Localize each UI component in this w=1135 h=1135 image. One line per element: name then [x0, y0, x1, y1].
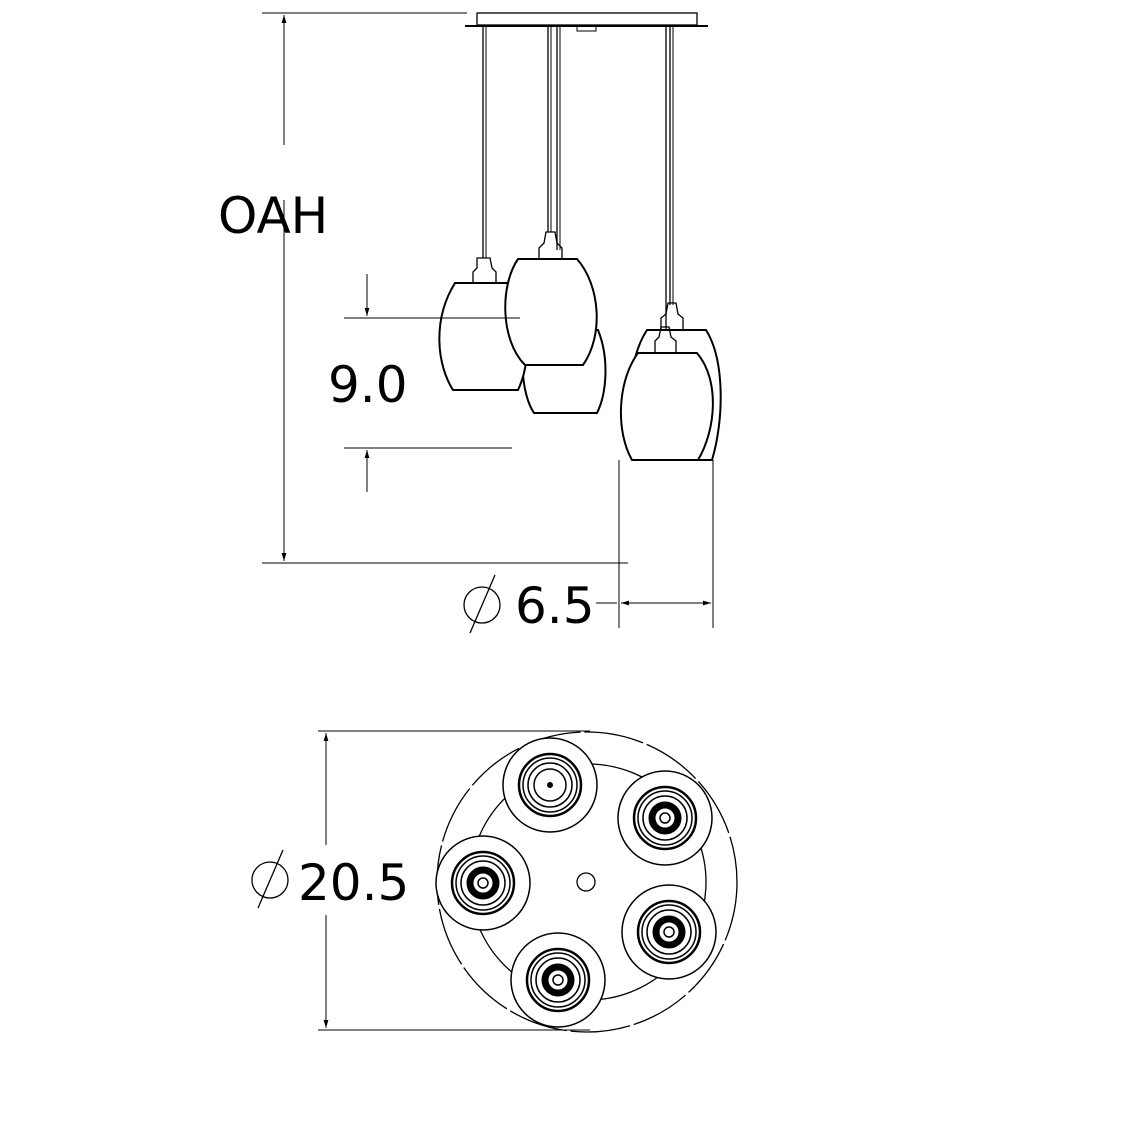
pendant-middle — [504, 231, 598, 366]
shade-height-label: 9.0 — [328, 356, 408, 414]
diameter-symbol-icon — [463, 574, 501, 634]
overall-height-label: OAH — [218, 187, 328, 245]
shade-diameter-dimension: 6.5 — [463, 460, 714, 635]
side-view: OAH 9.0 6.5 — [218, 12, 722, 635]
overall-height-dimension: OAH — [218, 12, 628, 564]
canopy-diameter-dimension: 20.5 — [251, 730, 590, 1031]
shade-height-dimension: 9.0 — [328, 274, 520, 492]
pendant-right-front — [619, 326, 714, 461]
canopy-bracket — [576, 25, 597, 32]
canopy — [476, 12, 698, 26]
pendant-plan-view — [502, 737, 598, 833]
canopy-diameter-label: 20.5 — [298, 854, 409, 912]
cords — [482, 27, 674, 390]
pendant-plan-view — [617, 770, 713, 866]
pendant-plan-view — [435, 835, 531, 931]
diameter-symbol-icon — [251, 849, 289, 909]
shade-diameter-label: 6.5 — [515, 577, 595, 635]
pendant-plan-view — [621, 884, 717, 980]
pendant-plan-view — [510, 932, 606, 1028]
plan-view: 20.5 — [251, 730, 738, 1033]
pendants-plan — [435, 737, 717, 1028]
center-hole — [576, 872, 596, 892]
